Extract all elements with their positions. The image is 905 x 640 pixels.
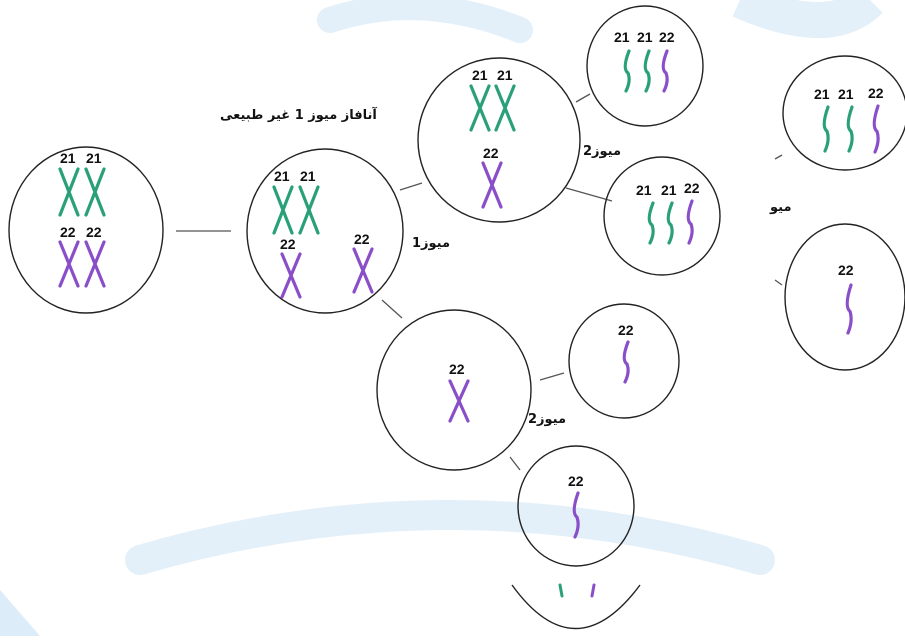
cell3-chromosome-22 xyxy=(481,161,503,209)
cell4-chromosome-21b xyxy=(643,49,651,93)
cell10-num-22: 22 xyxy=(568,473,584,489)
connector-line-9 xyxy=(774,279,783,286)
cell5-num-21a: 21 xyxy=(636,182,652,198)
cell1-num-22a: 22 xyxy=(60,224,76,240)
cell4-chromosome-21a xyxy=(623,49,631,93)
cell3-num-21b: 21 xyxy=(497,67,513,83)
cell5-chromosome-21b xyxy=(666,201,674,245)
cell-4 xyxy=(586,5,704,127)
watermark-arc-1 xyxy=(317,0,533,43)
cell4-num-22: 22 xyxy=(659,29,675,45)
cell6-num-21b: 21 xyxy=(838,86,854,102)
cell9-chromosome-22 xyxy=(622,340,630,384)
cell1-chromosome-21a xyxy=(58,167,80,217)
cell10-chromosome-22 xyxy=(572,491,580,539)
connector-line-6 xyxy=(539,372,565,381)
cell3-chromosome-21a xyxy=(469,84,491,132)
cell2-chromosome-22b xyxy=(352,247,374,294)
cell7-chromosome-22 xyxy=(845,283,853,335)
cell3-chromosome-21b xyxy=(494,84,516,132)
cell6-chromosome-21a xyxy=(822,105,830,153)
cell2-num-22a: 22 xyxy=(280,236,296,252)
cell2-chromosome-22a xyxy=(280,252,302,299)
cell-11-partial xyxy=(511,584,641,630)
watermark-corner xyxy=(0,590,40,636)
cell2-num-21a: 21 xyxy=(274,168,290,184)
cell1-num-22b: 22 xyxy=(86,224,102,240)
cell-10 xyxy=(517,445,635,567)
connector-line-8 xyxy=(774,154,783,160)
cell-3 xyxy=(417,57,581,223)
cell1-chromosome-22b xyxy=(84,240,106,288)
connector-line-3 xyxy=(381,299,403,319)
cell5-num-22: 22 xyxy=(684,180,700,196)
meiosis1-label: میوز1 xyxy=(412,236,451,251)
cell8-num-22: 22 xyxy=(449,361,465,377)
cell-8 xyxy=(376,309,532,471)
cell6-num-22: 22 xyxy=(868,85,884,101)
cell4-num-21b: 21 xyxy=(637,29,653,45)
cell1-chromosome-21b xyxy=(84,167,106,217)
cell2-chromosome-21a xyxy=(272,185,294,235)
cell-1 xyxy=(8,146,164,314)
connector-line-4 xyxy=(565,187,613,202)
meiosis2-lower-label: میوز2 xyxy=(528,412,567,427)
cell8-chromosome-22 xyxy=(448,379,470,423)
cell4-chromosome-22 xyxy=(661,49,669,93)
cell1-num-21a: 21 xyxy=(60,150,76,166)
connector-line-7 xyxy=(509,456,521,471)
watermark-arc-2 xyxy=(125,500,775,575)
cell5-chromosome-21a xyxy=(647,201,655,245)
cell9-num-22: 22 xyxy=(618,322,634,338)
cell1-num-21b: 21 xyxy=(86,150,102,166)
cell-9 xyxy=(568,303,680,419)
cell-2 xyxy=(246,148,404,314)
cell-6 xyxy=(782,55,905,171)
watermark-arc-3 xyxy=(732,0,883,38)
cell6-chromosome-21b xyxy=(846,105,854,153)
cell11-chromosome-21 xyxy=(558,583,564,598)
meio-partial-label: میو xyxy=(770,200,792,215)
cell-5 xyxy=(603,156,721,276)
cell5-chromosome-22 xyxy=(686,199,694,245)
cell7-num-22: 22 xyxy=(838,262,854,278)
cell4-num-21a: 21 xyxy=(614,29,630,45)
connector-line-2 xyxy=(399,182,423,191)
cell1-chromosome-22a xyxy=(58,240,80,288)
cell-7 xyxy=(784,223,905,371)
cell2-num-21b: 21 xyxy=(300,168,316,184)
connector-line-5 xyxy=(575,93,591,103)
cell6-chromosome-22 xyxy=(872,104,880,154)
meiosis2-upper-label: میوز2 xyxy=(583,144,622,159)
cell11-chromosome-22 xyxy=(590,583,596,598)
cell3-num-21a: 21 xyxy=(472,67,488,83)
cell6-num-21a: 21 xyxy=(814,86,830,102)
cell2-num-22b: 22 xyxy=(354,231,370,247)
cell5-num-21b: 21 xyxy=(661,182,677,198)
cell2-chromosome-21b xyxy=(298,185,320,235)
anaphase-label: آنافاز میوز 1 غیر طبیعی xyxy=(220,108,377,123)
cell3-num-22: 22 xyxy=(483,145,499,161)
